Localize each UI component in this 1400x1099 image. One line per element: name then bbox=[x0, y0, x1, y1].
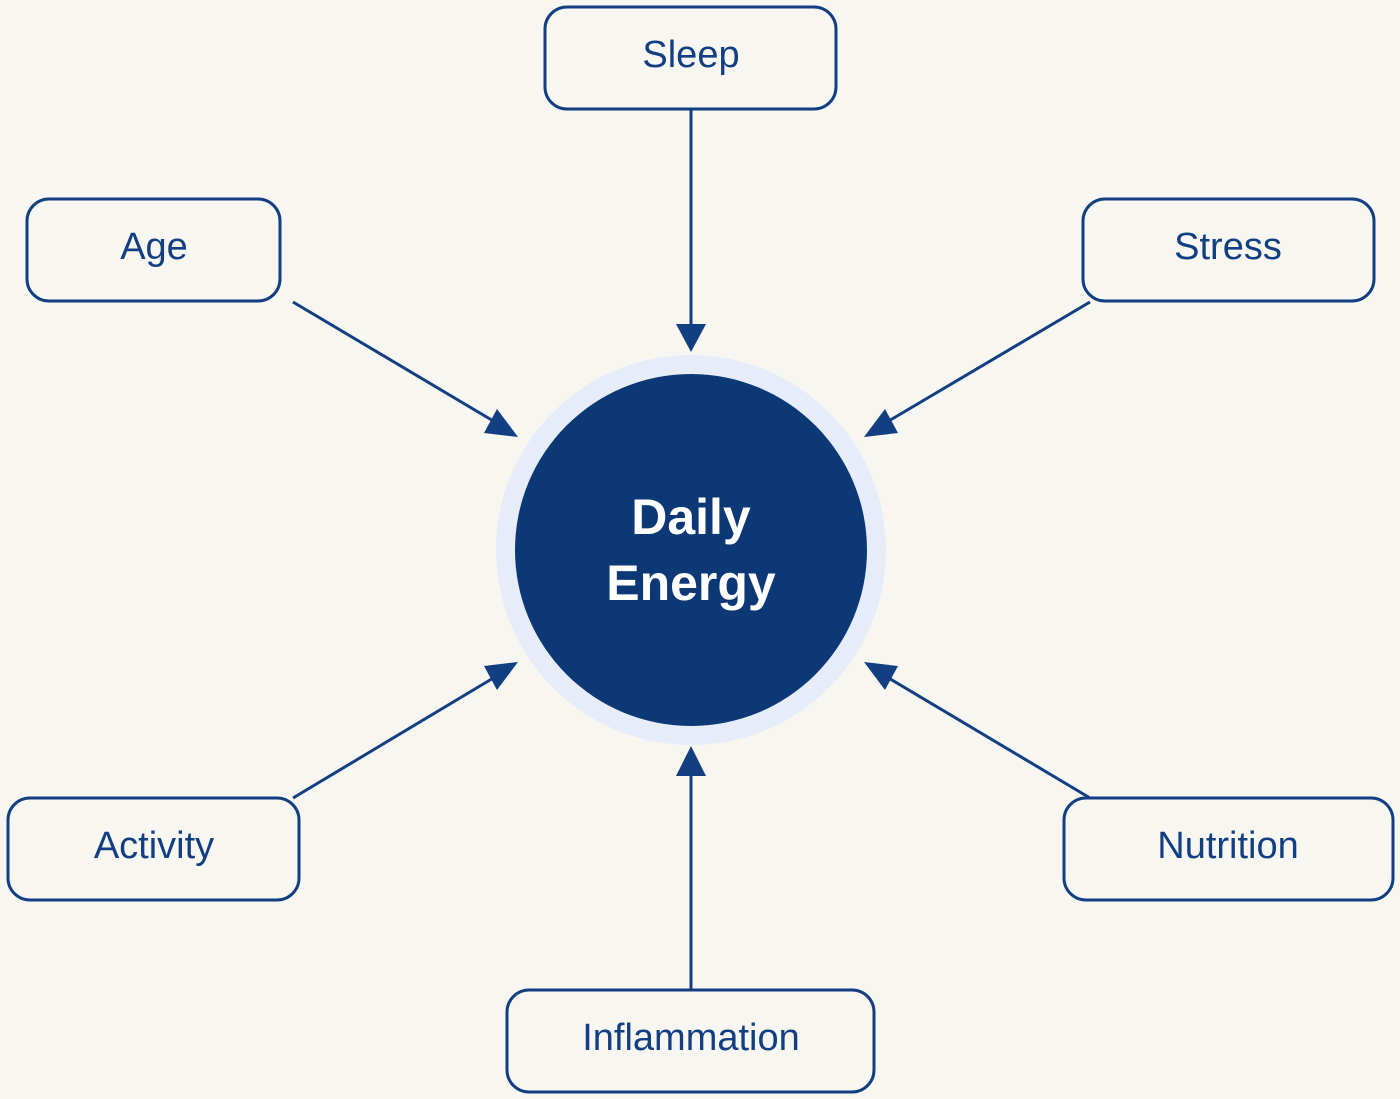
node-stress-label: Stress bbox=[1174, 226, 1282, 268]
arrow-head-activity bbox=[484, 662, 518, 690]
node-inflammation: Inflammation bbox=[505, 988, 876, 1094]
center-node-circle bbox=[515, 374, 867, 726]
node-nutrition-box bbox=[1062, 796, 1395, 902]
node-nutrition-label: Nutrition bbox=[1157, 825, 1299, 867]
node-inflammation-label: Inflammation bbox=[582, 1017, 800, 1059]
node-stress-box bbox=[1081, 197, 1376, 303]
arrow-head-nutrition bbox=[864, 662, 898, 690]
center-node: Daily Energy bbox=[496, 355, 886, 745]
node-sleep-label: Sleep bbox=[642, 34, 739, 76]
edge-activity bbox=[292, 675, 496, 800]
arrow-head-stress bbox=[864, 409, 898, 437]
node-activity-label: Activity bbox=[94, 825, 214, 867]
node-stress: Stress bbox=[1081, 197, 1376, 303]
node-age: Age bbox=[25, 197, 282, 303]
node-sleep: Sleep bbox=[543, 5, 838, 111]
node-age-label: Age bbox=[120, 226, 188, 268]
node-activity: Activity bbox=[6, 796, 301, 902]
edge-stress bbox=[886, 300, 1091, 424]
node-nutrition: Nutrition bbox=[1062, 796, 1395, 902]
arrow-head-sleep bbox=[676, 324, 706, 352]
edge-age bbox=[292, 300, 496, 424]
node-activity-box bbox=[6, 796, 301, 902]
edge-nutrition bbox=[886, 675, 1091, 800]
center-node-label-line2: Energy bbox=[606, 555, 776, 611]
node-inflammation-box bbox=[505, 988, 876, 1094]
arrow-head-age bbox=[484, 409, 518, 437]
center-node-label-line1: Daily bbox=[631, 489, 751, 545]
arrow-head-inflammation bbox=[676, 746, 706, 776]
edges bbox=[292, 110, 1091, 990]
node-sleep-box bbox=[543, 5, 838, 111]
node-age-box bbox=[25, 197, 282, 303]
